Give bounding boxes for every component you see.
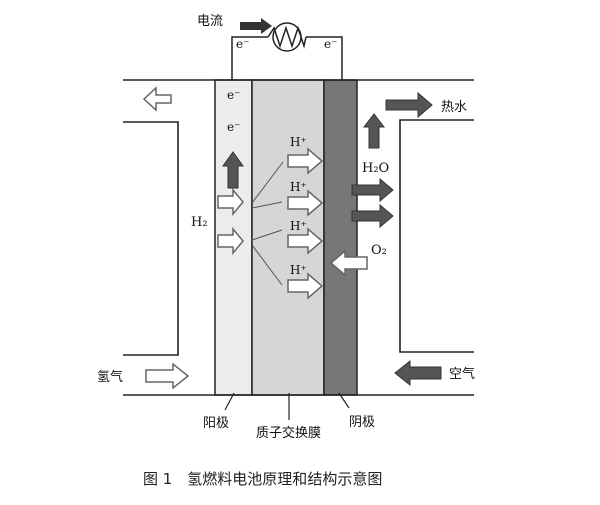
proton-arrow-3 — [287, 227, 324, 255]
proton-label-2: H⁺ — [290, 180, 307, 194]
exhaust-arrow — [142, 86, 172, 112]
oxygen-arrow — [329, 249, 368, 277]
cathode-plate — [323, 79, 358, 396]
proton-arrow-1 — [287, 147, 324, 175]
figure-caption: 图 1 氢燃料电池原理和结构示意图 — [143, 470, 382, 488]
anode-label: 阳极 — [203, 416, 229, 431]
proton-arrow-2 — [287, 189, 324, 217]
water-label: H₂O — [362, 161, 389, 176]
heat-up-arrow — [362, 113, 386, 149]
resistor-ring — [272, 22, 302, 52]
splitting-lines — [251, 161, 284, 286]
proton-arrow-4 — [287, 272, 324, 300]
external-circuit — [231, 22, 343, 80]
dark-arrows — [222, 91, 442, 387]
light-arrows — [142, 86, 368, 390]
water-out-arrow-2 — [351, 203, 394, 229]
proton-label-4: H⁺ — [290, 263, 307, 277]
water-out-arrow-1 — [351, 177, 394, 203]
membrane-label: 质子交换膜 — [256, 425, 321, 441]
oxygen-label: O₂ — [371, 243, 387, 258]
cathode-label: 阴极 — [349, 415, 375, 430]
electron-label-right: e⁻ — [324, 37, 337, 51]
electron-label-anode-1: e⁻ — [227, 88, 240, 102]
electron-label-left: e⁻ — [236, 37, 249, 51]
leader-lines — [224, 392, 350, 420]
electron-label-anode-2: e⁻ — [227, 120, 240, 134]
channel-walls — [123, 79, 474, 396]
hot-water-arrow — [385, 91, 433, 119]
hot-water-label: 热水 — [441, 100, 467, 115]
h2-arrow-top — [217, 187, 244, 217]
hydrogen-inlet-arrow — [145, 362, 190, 390]
proton-label-3: H⁺ — [290, 219, 307, 233]
proton-label-1: H⁺ — [290, 135, 307, 149]
electron-up-arrow — [222, 151, 244, 189]
current-arrow — [240, 18, 272, 34]
hydrogen-gas-label: 氢气 — [97, 369, 123, 385]
hydrogen-label: H₂ — [191, 215, 208, 230]
h2-arrow-bottom — [217, 226, 244, 256]
air-label: 空气 — [449, 366, 475, 382]
current-label: 电流 — [197, 14, 223, 29]
air-inlet-arrow — [394, 359, 442, 387]
